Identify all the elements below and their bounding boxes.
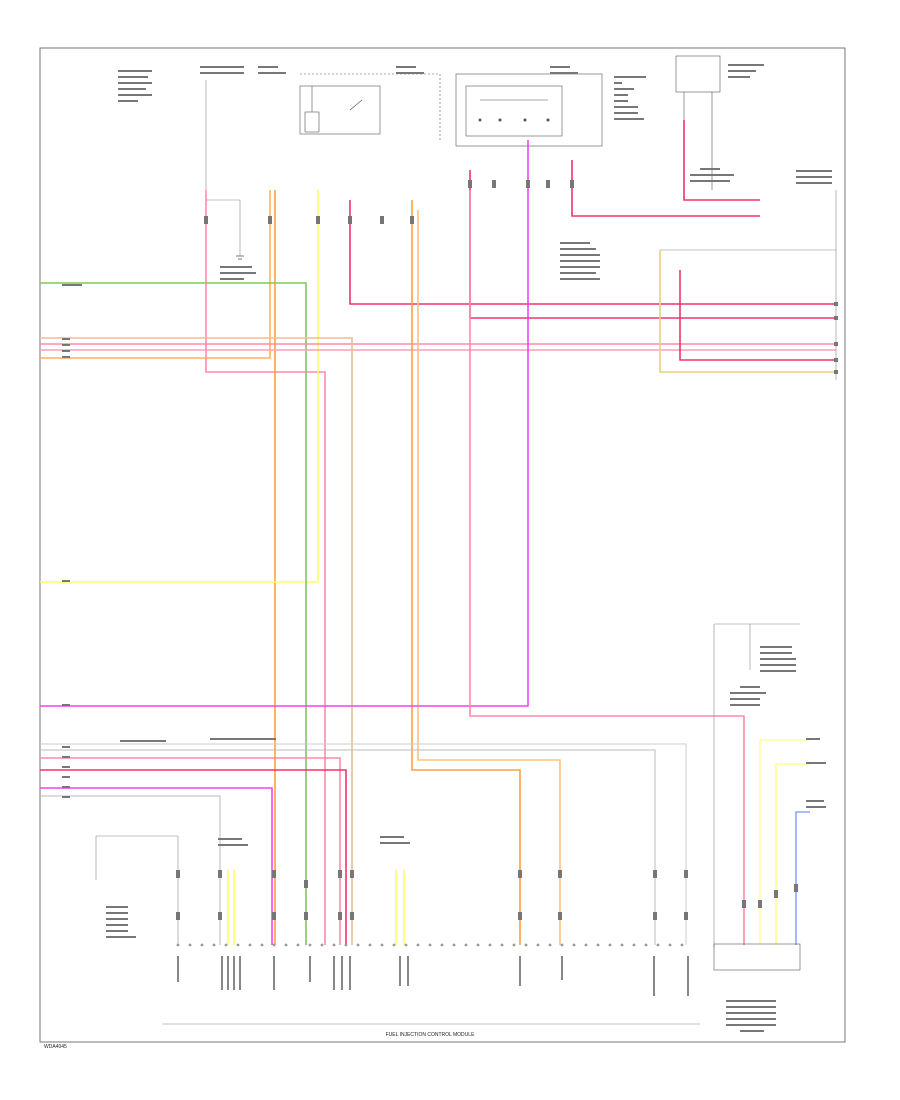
wire-orange-1	[40, 190, 271, 359]
wire-orange-3	[411, 200, 521, 945]
wires	[40, 120, 836, 945]
wire-gray-1	[40, 749, 656, 945]
connector-stubs	[176, 180, 838, 920]
wire-red-4	[679, 270, 836, 361]
wire-tan	[40, 337, 353, 945]
wire-magenta-2	[40, 787, 273, 945]
relay-block	[299, 85, 381, 135]
wire-lightyellow-right	[775, 763, 810, 945]
relay-coil	[304, 111, 320, 133]
gray-lines	[95, 80, 837, 1025]
wire-tan-right	[659, 250, 836, 373]
wire-red-main	[349, 200, 836, 305]
wire-pink-left	[205, 190, 326, 945]
top-right-component	[675, 55, 721, 93]
wire-magenta	[40, 140, 529, 707]
wire-gray-2	[40, 743, 687, 945]
wire-pink-low	[40, 757, 341, 945]
wire-red-3	[683, 120, 760, 201]
wire-gray-3	[40, 795, 221, 945]
pin-labels	[177, 956, 689, 996]
wire-red-topright	[571, 160, 760, 217]
ignition-switch	[465, 85, 563, 137]
right-sub-module	[713, 943, 801, 971]
wire-pink-right	[469, 190, 745, 945]
wire-red-low	[40, 769, 347, 945]
tiny-labels	[62, 64, 832, 1032]
module-title: FUEL INJECTION CONTROL MODULE	[386, 1032, 475, 1038]
module-connector	[176, 943, 684, 947]
wire-blue-right	[795, 811, 810, 945]
ground-symbol	[236, 255, 244, 260]
wire-yellow-right	[759, 739, 810, 945]
wire-yellow	[40, 190, 319, 583]
page-code: WDA4045	[44, 1044, 67, 1050]
wire-green	[40, 282, 307, 945]
diagram-border	[39, 47, 846, 1043]
wire-orange-4	[417, 210, 561, 945]
wire-red-2	[469, 170, 836, 319]
fuse-box-right	[455, 73, 603, 147]
